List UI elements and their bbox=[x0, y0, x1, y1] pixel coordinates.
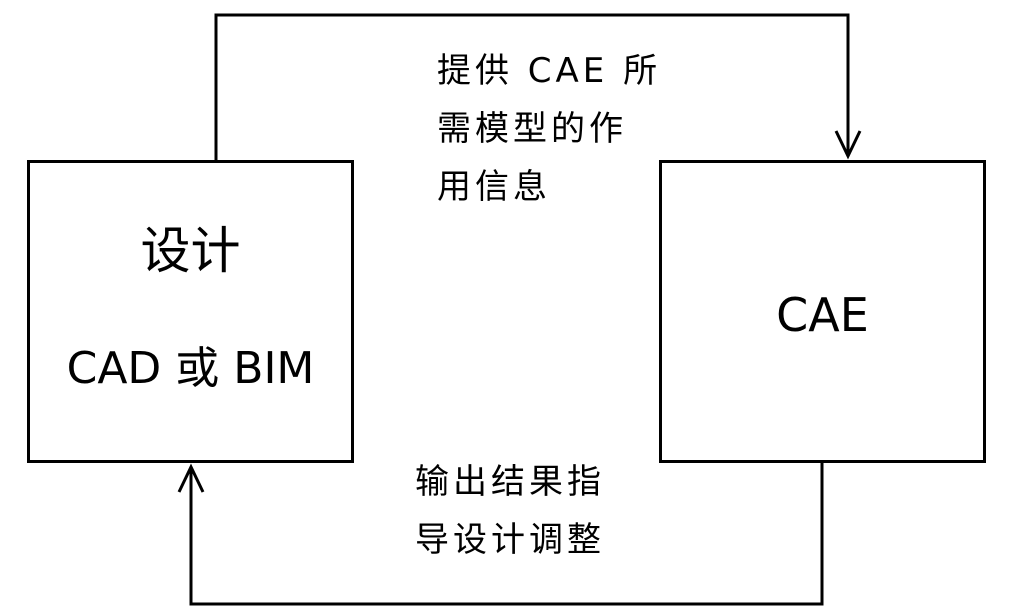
cae-title: CAE bbox=[776, 288, 869, 342]
bottom-annotation-line: 导设计调整 bbox=[415, 520, 605, 560]
down-arrowhead-icon bbox=[834, 130, 862, 160]
bottom-annotation-line: 输出结果指 bbox=[415, 462, 605, 502]
bottom-connector-line bbox=[189, 461, 824, 606]
design-subtitle: CAD 或 BIM bbox=[66, 343, 315, 394]
top-annotation-line: 提供 CAE 所 bbox=[437, 51, 662, 91]
design-title: 设计 bbox=[140, 222, 241, 280]
top-annotation: 提供 CAE 所 需模型的作 用信息 bbox=[437, 42, 661, 216]
top-annotation-line: 用信息 bbox=[437, 167, 551, 207]
bottom-annotation: 输出结果指 导设计调整 bbox=[415, 453, 605, 569]
cae-box: CAE bbox=[659, 160, 986, 463]
top-connector-line bbox=[214, 13, 850, 162]
top-annotation-line: 需模型的作 bbox=[437, 109, 627, 149]
design-box: 设计 CAD 或 BIM bbox=[27, 160, 354, 463]
up-arrowhead-icon bbox=[177, 463, 205, 493]
